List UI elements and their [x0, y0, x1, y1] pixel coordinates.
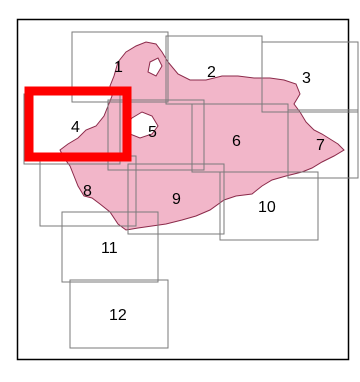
tile-rect-11[interactable] [61, 211, 159, 283]
inlet-shape [147, 57, 163, 77]
tile-label-12: 12 [109, 307, 127, 324]
tile-label-7: 7 [316, 137, 325, 154]
tile-label-6: 6 [232, 133, 241, 150]
tile-label-11: 11 [101, 240, 118, 257]
tile-rect-5[interactable] [107, 99, 205, 171]
tile-rect-3[interactable] [261, 41, 359, 113]
tile-label-9: 9 [172, 191, 181, 208]
tile-label-1: 1 [114, 59, 123, 76]
tile-rect-10[interactable] [219, 171, 319, 241]
tile-rect-9[interactable] [127, 163, 225, 235]
tile-label-2: 2 [207, 64, 216, 81]
tile-rect-12[interactable] [69, 279, 169, 349]
tile-label-3: 3 [302, 70, 311, 87]
tile-label-5: 5 [148, 124, 157, 141]
tile-rect-7[interactable] [287, 109, 359, 179]
tile-label-8: 8 [83, 183, 92, 200]
tile-label-4: 4 [71, 119, 80, 136]
tile-label-10: 10 [258, 199, 276, 216]
highlight-box [24, 86, 132, 162]
